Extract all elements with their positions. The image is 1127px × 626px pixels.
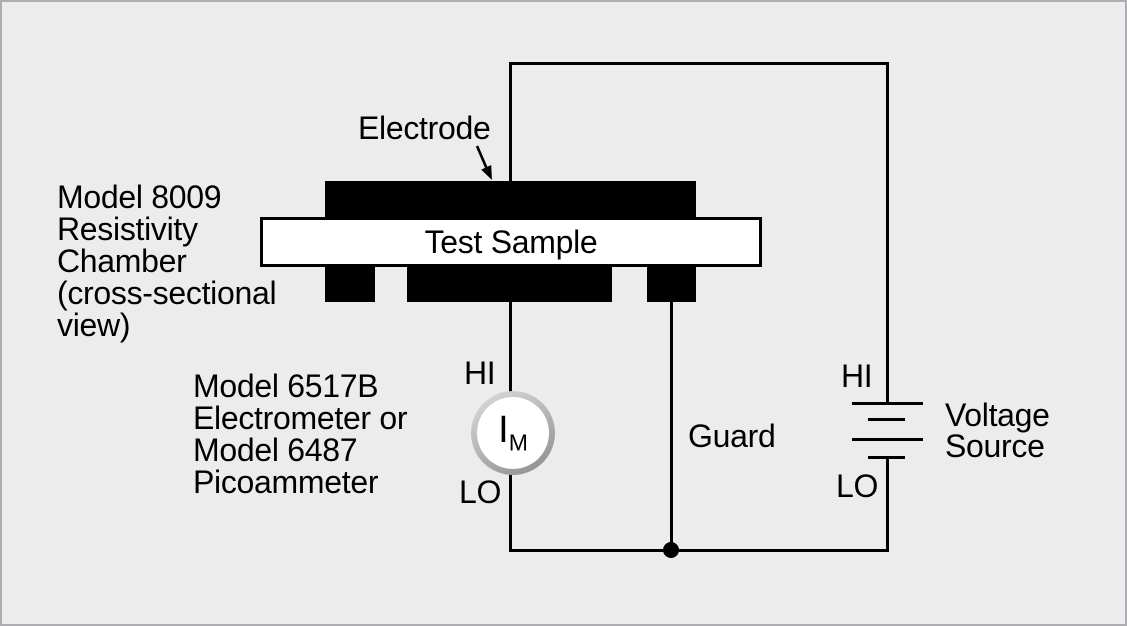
voltage-source-label-line1: Voltage bbox=[945, 397, 1050, 433]
ammeter-symbol-main: I bbox=[498, 409, 509, 452]
wire-meter-hi bbox=[509, 302, 512, 392]
chamber-label-line1: Model 8009 bbox=[57, 179, 222, 215]
wire-meter-lo bbox=[509, 474, 512, 551]
instrument-label-line3: Model 6487 bbox=[193, 432, 358, 468]
wire-electrode-vertical bbox=[509, 62, 512, 181]
chamber-label-line4: (cross-sectional bbox=[57, 275, 277, 311]
ammeter-hi-label: HI bbox=[464, 355, 496, 391]
wire-source-vertical-lower bbox=[886, 456, 889, 552]
instrument-label-line1: Model 6517B bbox=[193, 368, 379, 404]
instrument-label-line4: Picoammeter bbox=[193, 464, 379, 500]
test-sample-label: Test Sample bbox=[424, 224, 598, 260]
electrode-bottom-center bbox=[407, 266, 612, 302]
wire-top-horizontal bbox=[509, 62, 889, 65]
guard-label: Guard bbox=[688, 418, 776, 454]
ammeter-symbol-subscript: M bbox=[508, 429, 528, 456]
chamber-label-line2: Resistivity bbox=[57, 211, 198, 247]
ammeter-circle: IM bbox=[471, 391, 555, 475]
chamber-label-line5: view) bbox=[57, 307, 131, 343]
wire-guard-vertical bbox=[670, 302, 673, 551]
junction-dot bbox=[663, 542, 679, 558]
source-hi-label: HI bbox=[841, 358, 873, 394]
test-sample-box: Test Sample bbox=[260, 217, 762, 267]
electrode-bottom-right bbox=[647, 266, 696, 302]
electrode-bottom-left bbox=[325, 266, 375, 302]
ammeter-symbol: IM bbox=[498, 411, 528, 455]
wire-bottom-horizontal bbox=[509, 549, 889, 552]
electrode-label: Electrode bbox=[358, 110, 491, 146]
electrode-pointer-arrow-icon bbox=[475, 145, 492, 180]
instrument-label-line2: Electrometer or bbox=[193, 400, 408, 436]
chamber-label: Model 8009 Resistivity Chamber (cross-se… bbox=[57, 179, 277, 343]
voltage-source-label: Voltage Source bbox=[945, 397, 1050, 464]
ammeter-face: IM bbox=[477, 397, 549, 469]
battery-plate-short-1 bbox=[868, 418, 905, 421]
wire-source-vertical-upper bbox=[886, 62, 889, 405]
battery-plate-long-1 bbox=[852, 402, 923, 405]
source-lo-label: LO bbox=[836, 468, 879, 504]
instrument-label: Model 6517B Electrometer or Model 6487 P… bbox=[193, 368, 408, 500]
voltage-source-label-line2: Source bbox=[945, 428, 1045, 464]
electrode-top-bar bbox=[325, 181, 696, 217]
ammeter-lo-label: LO bbox=[459, 474, 502, 510]
chamber-label-line3: Chamber bbox=[57, 243, 187, 279]
battery-plate-short-2 bbox=[868, 456, 905, 459]
battery-plate-long-2 bbox=[852, 438, 923, 441]
